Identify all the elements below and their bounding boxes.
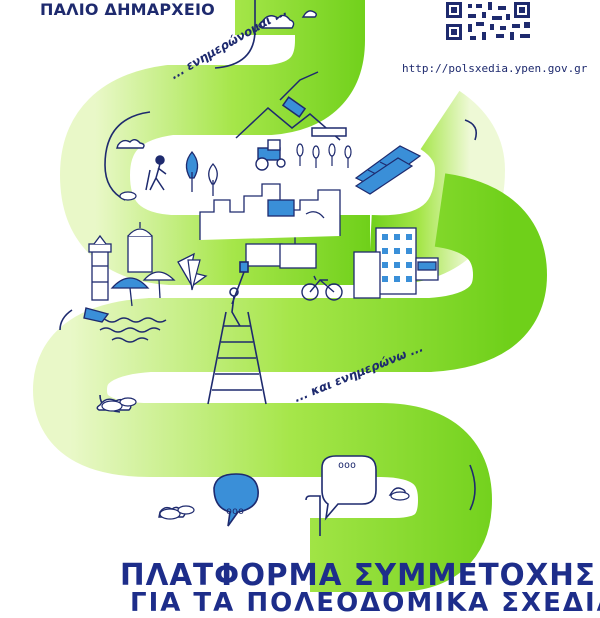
platform-subtitle: ΓΙΑ ΤΑ ΠΟΛΕΟΔΟΜΙΚΑ ΣΧΕΔΙΑ [130, 588, 600, 618]
platform-title: ΠΛΑΤΦΟΡΜΑ ΣΥΜΜΕΤΟΧΗΣ [120, 558, 596, 593]
ladder-painter [207, 261, 267, 405]
bicycle [301, 275, 343, 301]
field-trees [296, 143, 352, 168]
lighthouse [88, 234, 112, 301]
website-url[interactable]: http://polsxedia.ypen.gov.gr [402, 62, 588, 75]
winding-road [32, 0, 548, 592]
bubble-left-dots: ooo [226, 506, 245, 517]
umbrellas [110, 252, 208, 307]
windmill [187, 259, 201, 291]
speech-bubble-right [305, 455, 377, 536]
pebbles [101, 191, 410, 520]
location-label: ΠΑΛΙΟ ΔΗΜΑΡΧΕΙΟ [40, 0, 215, 19]
hiker [145, 155, 167, 191]
solar-panels [354, 145, 422, 195]
sea-waves [83, 307, 167, 343]
church [127, 222, 153, 273]
speech-bubble-left [213, 473, 259, 527]
bubble-right-dots: ooo [338, 460, 357, 471]
poster-artwork [32, 0, 548, 592]
road-outline [59, 0, 478, 511]
city-skyline [199, 183, 439, 299]
mountain-scene [235, 71, 347, 141]
tractor [255, 139, 286, 171]
qr-code [440, 0, 536, 44]
